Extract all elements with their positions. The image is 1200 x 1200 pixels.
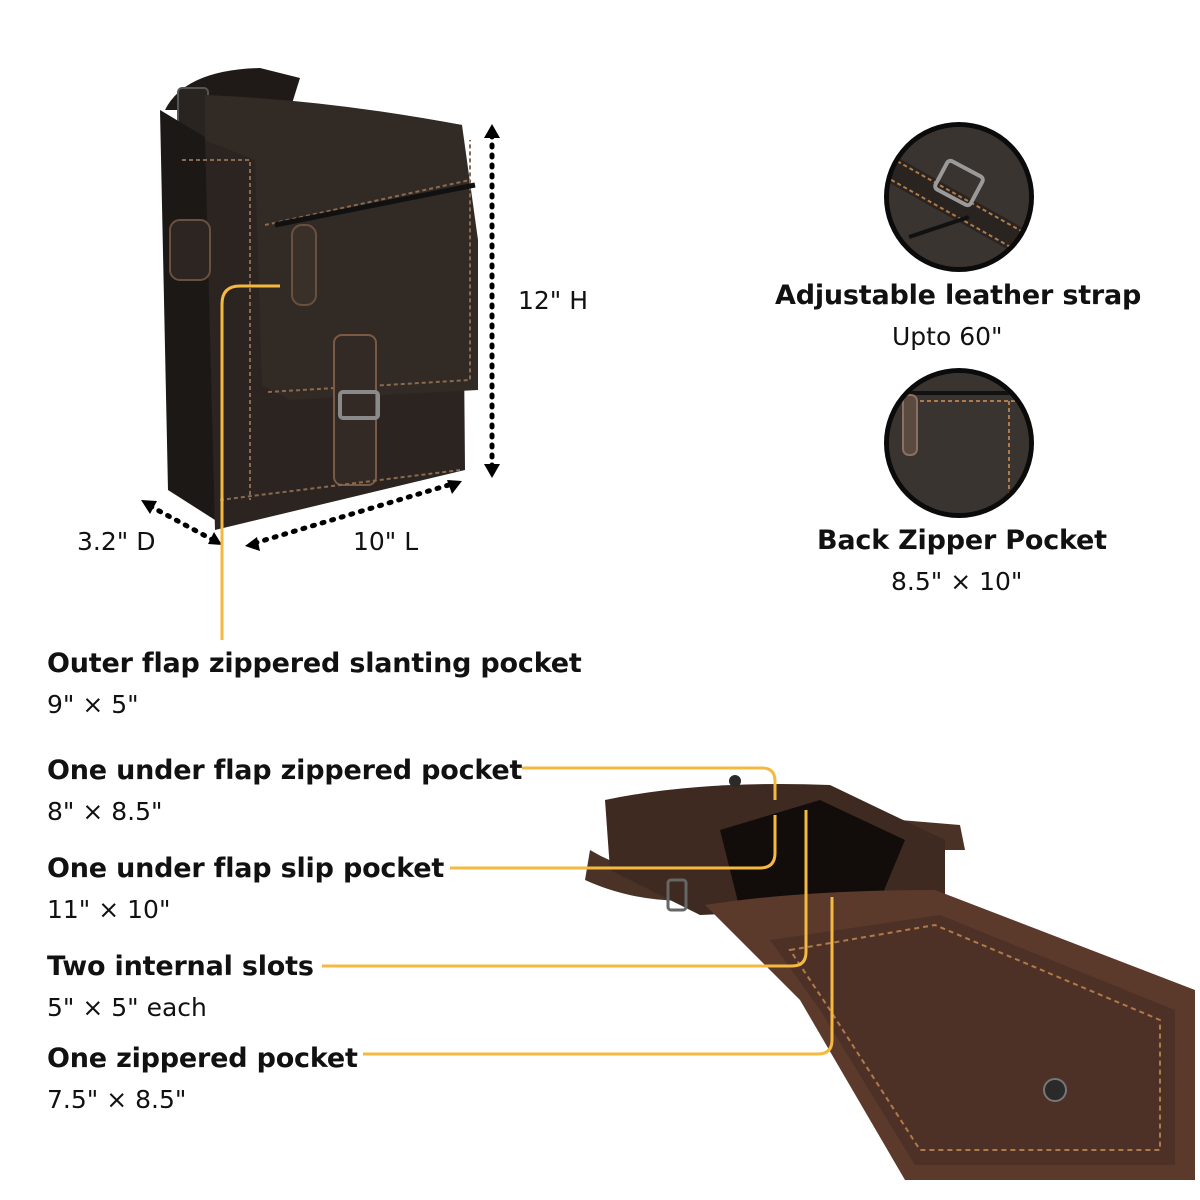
feature-outer-flap-title: Outer flap zippered slanting pocket bbox=[47, 648, 582, 679]
strap-buckle-icon bbox=[889, 127, 1029, 267]
feature-slip-pocket-title: One under flap slip pocket bbox=[47, 853, 445, 884]
feature-under-flap-zip-title: One under flap zippered pocket bbox=[47, 755, 523, 786]
feature-back-zipper-sub: 8.5" × 10" bbox=[891, 567, 1023, 596]
feature-strap-title: Adjustable leather strap bbox=[775, 280, 1142, 311]
back-zipper-icon bbox=[889, 373, 1029, 513]
feature-internal-slots-title: Two internal slots bbox=[47, 951, 314, 982]
feature-zippered-pocket-sub: 7.5" × 8.5" bbox=[47, 1085, 187, 1114]
strap-closeup-image bbox=[884, 122, 1034, 272]
feature-zippered-pocket-title: One zippered pocket bbox=[47, 1043, 358, 1074]
feature-outer-flap-sub: 9" × 5" bbox=[47, 690, 139, 719]
depth-dimension: 3.2" D bbox=[77, 527, 156, 556]
feature-strap-sub: Upto 60" bbox=[892, 322, 1003, 351]
feature-under-flap-zip-sub: 8" × 8.5" bbox=[47, 797, 163, 826]
length-dimension: 10" L bbox=[353, 527, 419, 556]
feature-slip-pocket-sub: 11" × 10" bbox=[47, 895, 171, 924]
back-zipper-closeup-image bbox=[884, 368, 1034, 518]
feature-internal-slots-sub: 5" × 5" each bbox=[47, 993, 207, 1022]
height-dimension: 12" H bbox=[518, 286, 589, 315]
feature-back-zipper-title: Back Zipper Pocket bbox=[817, 525, 1107, 556]
